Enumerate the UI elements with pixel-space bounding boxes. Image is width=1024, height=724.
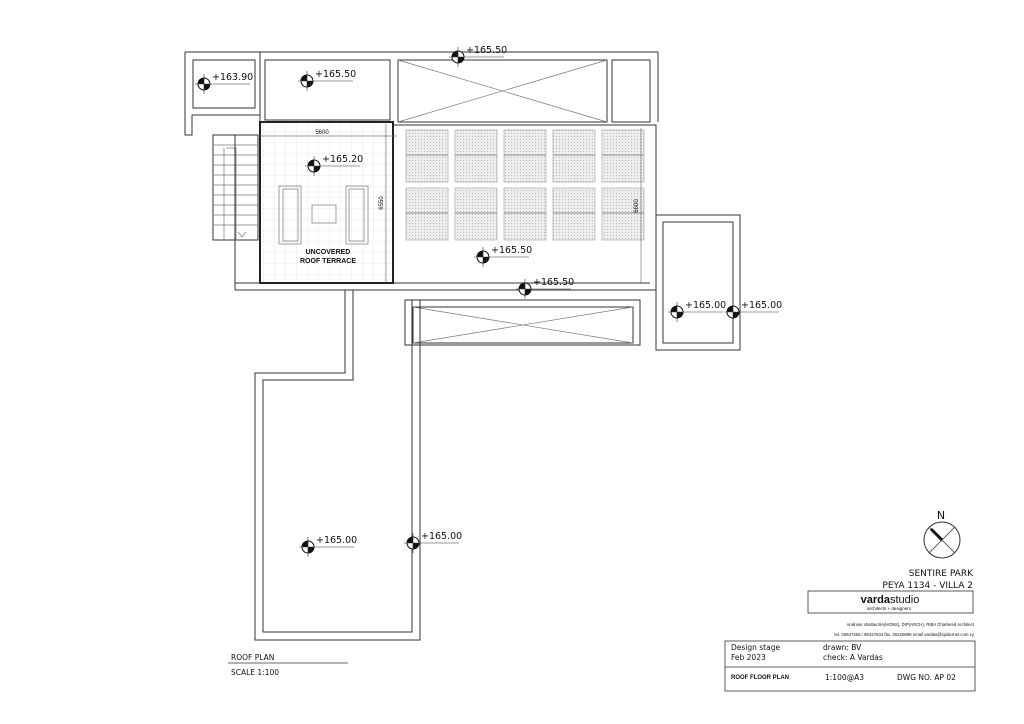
level-marker-icon	[195, 74, 250, 94]
sofa-right	[345, 185, 369, 245]
staircase	[212, 134, 259, 290]
level-marker: +165.00	[404, 531, 462, 553]
level-marker: +163.90	[195, 72, 253, 94]
design-stage-label: Design stage	[731, 643, 780, 652]
sheet-scale: 1:100@A3	[825, 673, 864, 682]
level-value: +165.50	[491, 245, 532, 256]
level-marker-icon	[516, 279, 571, 299]
plan-title: ROOF PLAN	[231, 653, 274, 662]
project-name: SENTIRE PARK	[909, 569, 974, 579]
plan-caption: ROOF PLAN SCALE 1:100	[228, 653, 348, 677]
terrace-label-1: UNCOVERED	[306, 249, 351, 256]
level-marker-icon	[449, 47, 504, 67]
level-marker-icon	[668, 302, 723, 322]
level-marker-icon	[298, 71, 353, 91]
solar-panel	[503, 129, 547, 183]
sofa-left	[278, 185, 302, 245]
level-marker-icon	[724, 302, 779, 322]
studio-contact: tel. 26947265 / 99427634 fax. 26220896 e…	[834, 632, 974, 637]
level-value: +165.00	[685, 300, 726, 311]
level-value: +165.50	[466, 45, 507, 56]
level-marker: +165.50	[474, 245, 532, 267]
level-marker-icon	[299, 537, 354, 557]
solar-panel	[552, 129, 596, 183]
solar-panel	[601, 187, 645, 241]
level-marker-icon	[404, 533, 459, 553]
drawing-number: DWG NO. AP 02	[897, 673, 956, 682]
level-marker-icon	[474, 247, 529, 267]
solar-panel	[503, 187, 547, 241]
sheet-title: ROOF FLOOR PLAN	[731, 675, 789, 681]
svg-text:N: N	[937, 509, 945, 522]
solar-panel	[601, 129, 645, 183]
roof-terrace: 5600 6550 UNCOVERED ROOF TERRACE	[259, 121, 397, 284]
north-arrow-icon: N	[923, 509, 961, 559]
project-subtitle: PEYA 1134 - VILLA 2	[882, 581, 973, 591]
upper-roof-strip	[259, 51, 659, 123]
solar-panel	[552, 187, 596, 241]
plan-scale: SCALE 1:100	[231, 668, 279, 677]
level-marker: +165.20	[305, 154, 363, 176]
level-marker: +165.50	[449, 45, 507, 67]
dim-terrace-depth: 6550	[379, 196, 385, 210]
svg-text:vardastudio: vardastudio	[861, 594, 920, 606]
solar-panel	[454, 187, 498, 241]
level-marker: +165.50	[516, 277, 574, 299]
level-marker: +165.00	[299, 535, 357, 557]
title-block: Design stage Feb 2023 drawn: BV check: A…	[724, 640, 976, 692]
checked-by: check: A Vardas	[823, 653, 883, 662]
level-value: +165.50	[315, 69, 356, 80]
level-marker: +165.50	[298, 69, 356, 91]
coffee-table	[311, 204, 337, 224]
drawn-by: drawn: BV	[823, 643, 862, 652]
svg-text:architects + designers: architects + designers	[867, 606, 912, 611]
upper-left-roof	[184, 51, 260, 136]
level-value: +165.00	[316, 535, 357, 546]
level-marker: +165.00	[724, 300, 782, 322]
dim-terrace-width: 5600	[315, 130, 329, 136]
level-marker-icon	[305, 156, 360, 176]
level-value: +163.90	[212, 72, 253, 83]
level-marker: +165.00	[668, 300, 726, 322]
solar-panel	[454, 129, 498, 183]
terrace-label-2: ROOF TERRACE	[300, 258, 356, 265]
dim-panel-depth: 6600	[634, 199, 640, 213]
solar-panel-area: 6600	[393, 124, 657, 290]
roof-outline	[235, 214, 741, 641]
solar-panel	[405, 187, 449, 241]
level-value: +165.00	[741, 300, 782, 311]
level-value: +165.00	[421, 531, 462, 542]
studio-logo: vardastudio architects + designers	[807, 590, 974, 614]
design-date: Feb 2023	[731, 653, 766, 662]
studio-credentials: Andreas Vardas BA(HONS), DIP(ARCH), RIBA…	[847, 622, 975, 627]
level-value: +165.20	[322, 154, 363, 165]
void-opening-middle	[404, 299, 641, 346]
level-value: +165.50	[533, 277, 574, 288]
solar-panel	[405, 129, 449, 183]
void-opening-top	[397, 59, 608, 123]
